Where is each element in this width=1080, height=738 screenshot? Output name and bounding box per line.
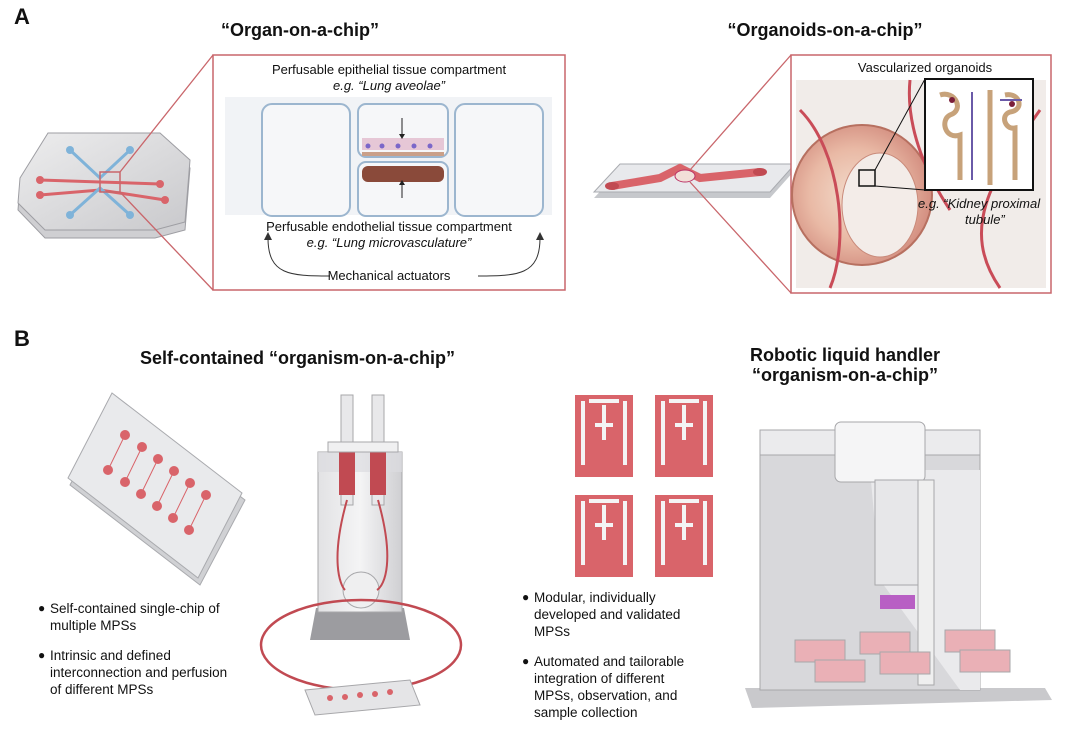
single-chip-device xyxy=(67,392,246,586)
robotic-title-line1: Robotic liquid handler xyxy=(750,345,940,365)
robotic-bullets: ● Modular, individually developed and va… xyxy=(522,589,702,734)
organ-chip-device xyxy=(17,54,214,291)
list-item: ● Intrinsic and defined interconnection … xyxy=(38,647,228,698)
organ-chip-title: “Organ-on-a-chip” xyxy=(221,20,379,40)
endothelial-example: e.g. “Lung microvasculature” xyxy=(306,235,472,250)
organoids-chip-title: “Organoids-on-a-chip” xyxy=(727,20,923,40)
panel-a-letter: A xyxy=(14,4,30,29)
bullet-icon: ● xyxy=(38,601,46,615)
list-item: ● Automated and tailorable integration o… xyxy=(522,653,702,721)
perfusion-stand xyxy=(259,394,463,716)
kidney-example-line2: tubule” xyxy=(965,212,1005,227)
bullet-icon: ● xyxy=(522,654,530,668)
list-item: ● Modular, individually developed and va… xyxy=(522,589,702,640)
epithelial-label: Perfusable epithelial tissue compartment xyxy=(271,62,507,77)
bullet-icon: ● xyxy=(38,648,46,662)
bullet-text: Self-contained single-chip of multiple M… xyxy=(50,601,220,633)
panel-b-letter: B xyxy=(14,326,30,351)
self-contained-title: Self-contained “organism-on-a-chip” xyxy=(140,348,456,368)
modular-chips xyxy=(575,395,713,577)
kidney-example-line1: e.g. “Kidney proximal xyxy=(918,196,1041,211)
list-item: ● Self-contained single-chip of multiple… xyxy=(38,600,228,634)
epithelial-example: e.g. “Lung aveolae” xyxy=(332,78,446,93)
bullet-text: Intrinsic and defined interconnection an… xyxy=(50,648,228,697)
organoid-zoom-box xyxy=(790,54,1052,294)
bullet-icon: ● xyxy=(522,590,530,604)
robotic-title-line2: “organism-on-a-chip” xyxy=(751,365,938,385)
actuators-label: Mechanical actuators xyxy=(327,268,451,283)
vascularized-organoids-label: Vascularized organoids xyxy=(857,60,993,75)
bullet-text: Automated and tailorable integration of … xyxy=(534,654,685,720)
robotic-liquid-handler xyxy=(745,421,1052,708)
organoid-chip-device xyxy=(592,54,797,294)
bullet-text: Modular, individually developed and vali… xyxy=(534,590,681,639)
endothelial-label: Perfusable endothelial tissue compartmen… xyxy=(266,219,512,234)
organ-chip-zoom-box xyxy=(212,54,566,291)
self-contained-bullets: ● Self-contained single-chip of multiple… xyxy=(38,600,228,711)
